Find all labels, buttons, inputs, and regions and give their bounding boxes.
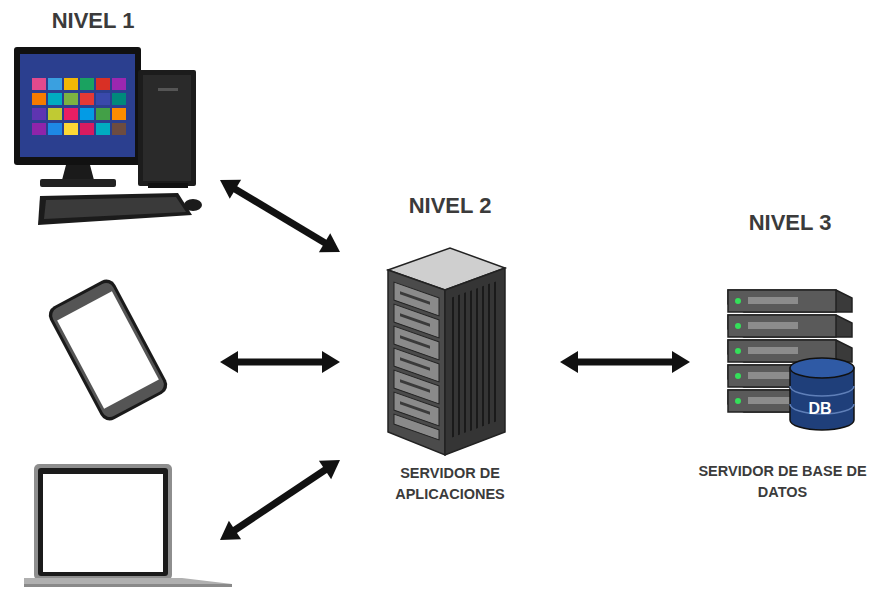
connector-line [574,359,676,366]
arrowhead [672,351,690,373]
server-caption: SERVIDOR DE APLICACIONES [370,463,530,505]
application-server [388,248,505,455]
arrowhead [322,351,340,373]
connector-line [232,468,329,532]
double-arrow [560,351,690,373]
server-caption: SERVIDOR DE BASE DE DATOS [695,461,870,503]
connector-line [234,359,326,366]
db-label: DB [802,399,838,419]
tier-heading: NIVEL 2 [380,193,520,219]
server-node: NIVEL 3SERVIDOR DE BASE DE DATOSDB [690,205,875,507]
laptop [24,464,232,587]
database-server [728,290,854,430]
database-cylinder [790,358,854,430]
arrowhead [560,351,578,373]
arrowhead [220,521,241,540]
tier-region: NIVEL 1 [10,5,220,585]
tier-heading: NIVEL 3 [700,210,880,236]
server-node: NIVEL 2 SERVIDOR DE APLICACIONES [340,190,560,510]
double-arrow [220,460,340,540]
connector-line [232,187,328,245]
double-arrow [220,351,340,373]
arrowhead [220,180,241,199]
tier-heading: NIVEL 1 [38,8,148,34]
desktop-computer [14,47,202,225]
arrowhead [319,233,340,252]
arrowhead [319,460,340,479]
smartphone [45,276,170,424]
double-arrow [220,180,340,252]
arrowhead [220,351,238,373]
